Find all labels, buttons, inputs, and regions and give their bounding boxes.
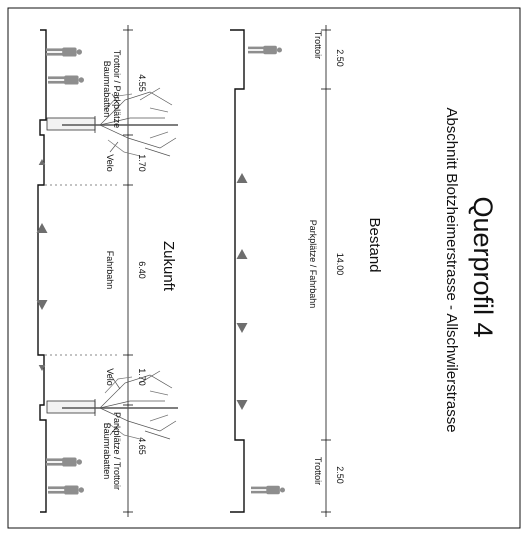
pedestrian-icon xyxy=(48,75,85,85)
direction-arrow-icon xyxy=(236,249,248,259)
existing-heading: Bestand xyxy=(366,217,383,273)
existing-profile xyxy=(230,25,331,517)
segment-label: Parkplätze / Trottoir Baumrabatten xyxy=(102,411,122,491)
direction-arrow-icon xyxy=(38,365,46,371)
dimension-value: 4.55 xyxy=(137,74,147,92)
direction-arrow-icon xyxy=(36,300,48,310)
arrows-group xyxy=(36,159,248,410)
subtitle: Abschnitt Blotzheimerstrasse - Allschwil… xyxy=(443,107,460,433)
pedestrian-icon xyxy=(248,45,283,55)
dimension-value: 6.40 xyxy=(137,261,147,279)
existing-ground-line xyxy=(230,29,245,513)
future-heading: Zukunft xyxy=(160,240,177,292)
direction-arrow-icon xyxy=(236,400,248,410)
dimension-value: 1.70 xyxy=(137,368,147,386)
segment-label: Fahrbahn xyxy=(105,250,115,290)
direction-arrow-icon xyxy=(236,173,248,183)
direction-arrow-icon xyxy=(236,323,248,333)
dimension-value: 14.00 xyxy=(335,252,345,276)
title: Querprofil 4 xyxy=(468,196,498,338)
tree-grate-bottom xyxy=(46,400,96,414)
direction-arrow-icon xyxy=(36,223,48,233)
dimension-value: 2.50 xyxy=(335,466,345,484)
tree-icon xyxy=(62,87,178,157)
pedestrian-icon xyxy=(251,485,286,495)
segment-label: Trottoir / Parkplätze Baumrabatten xyxy=(102,49,122,129)
pedestrian-icon xyxy=(46,47,83,57)
people-group xyxy=(46,45,286,495)
segment-label: Velo xyxy=(105,154,115,172)
pedestrian-icon xyxy=(46,457,83,467)
segment-label: Trottoir xyxy=(313,30,323,60)
pedestrian-icon xyxy=(48,485,85,495)
direction-arrow-icon xyxy=(38,159,46,165)
dimension-value: 1.70 xyxy=(137,154,147,172)
segment-label: Parkplätze / Fahrbahn xyxy=(308,219,318,309)
dimension-value: 2.50 xyxy=(335,49,345,67)
future-profile xyxy=(37,25,133,517)
dimension-value: 4.65 xyxy=(137,437,147,455)
tree-icon xyxy=(62,370,178,440)
future-ground-line xyxy=(37,29,47,513)
tree-grate-top xyxy=(46,117,96,131)
segment-label: Trottoir xyxy=(313,456,323,486)
sheet-border xyxy=(7,7,521,529)
segment-label: Velo xyxy=(105,368,115,386)
